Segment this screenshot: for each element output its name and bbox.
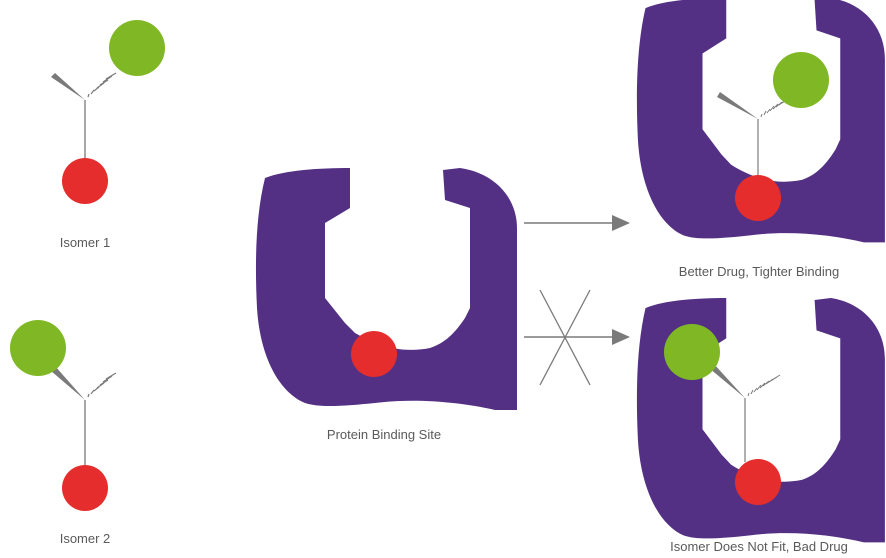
- cross-mark-icon: [539, 289, 591, 386]
- bad-complex-green-group: [664, 324, 720, 380]
- bad-result-label: Isomer Does Not Fit, Bad Drug: [670, 539, 848, 554]
- non-binding-arrow: [524, 289, 630, 386]
- good-binding-complex: Better Drug, Tighter Binding: [636, 0, 885, 279]
- isomer-1-red-group: [62, 158, 108, 204]
- binding-site-label: Protein Binding Site: [327, 427, 441, 442]
- bad-complex-red-group: [735, 459, 781, 505]
- isomer-2-label: Isomer 2: [60, 531, 111, 546]
- isomer-1-hash-bond: [87, 72, 117, 98]
- isomer-2-green-group: [10, 320, 66, 376]
- isomer-1-molecule: Isomer 1: [51, 20, 165, 250]
- isomer-2-molecule: Isomer 2: [10, 320, 117, 546]
- isomer-1-wedge-bond: [51, 73, 85, 100]
- isomer-2-hash-bond: [87, 372, 117, 398]
- isomer-1-green-group: [109, 20, 165, 76]
- isomer-2-wedge-bond: [51, 366, 85, 400]
- bad-binding-complex: Isomer Does Not Fit, Bad Drug: [636, 298, 885, 554]
- isomer-2-red-group: [62, 465, 108, 511]
- protein-pocket: [255, 168, 518, 410]
- binding-arrow: [524, 215, 630, 231]
- good-complex-red-group: [735, 175, 781, 221]
- good-complex-green-group: [773, 52, 829, 108]
- bad-complex-wedge-bond: [709, 363, 745, 398]
- isomer-1-label: Isomer 1: [60, 235, 111, 250]
- protein-binding-site: Protein Binding Site: [255, 168, 518, 442]
- binding-site-red-group: [351, 331, 397, 377]
- good-complex-wedge-bond: [717, 92, 758, 119]
- good-result-label: Better Drug, Tighter Binding: [679, 264, 839, 279]
- bad-complex-hash-bond: [747, 374, 781, 397]
